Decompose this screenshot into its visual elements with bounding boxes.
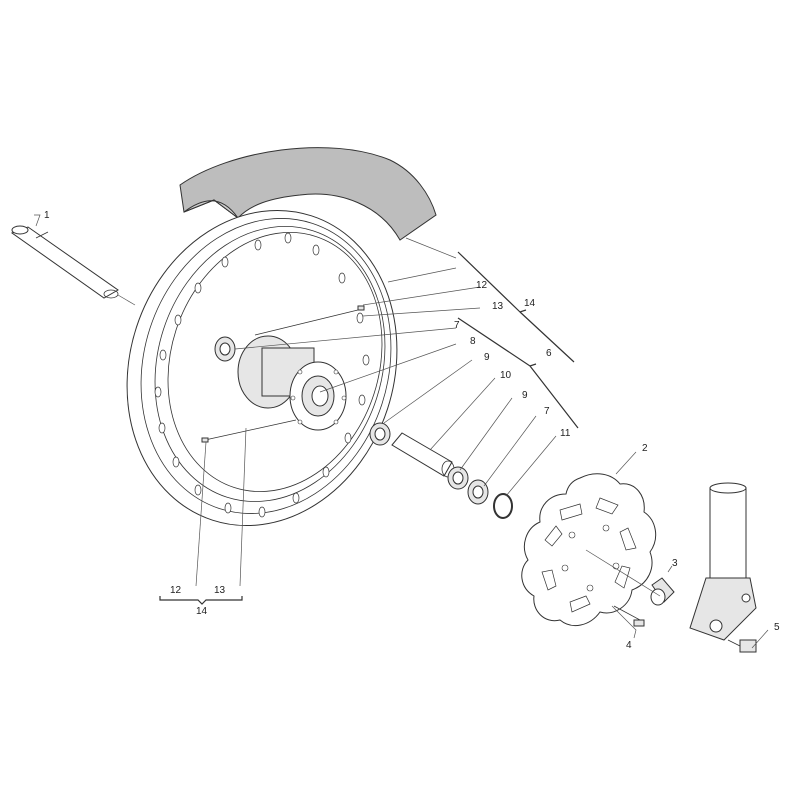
kit-brace-lower [159, 596, 243, 605]
label-spacer-tube: 10 [500, 370, 512, 381]
label-kit-lower: 14 [196, 606, 208, 617]
label-fork-bolt: 5 [774, 622, 780, 633]
kit-brace-upper [457, 251, 575, 363]
bearing-left [214, 336, 236, 362]
washer-right [447, 466, 469, 490]
wheel-hub [237, 335, 347, 431]
spacer-tube [391, 432, 455, 478]
bearing-right [467, 479, 489, 505]
label-nipple-lower: 13 [214, 585, 226, 596]
fork-leg [689, 482, 757, 641]
disc-screw [613, 605, 645, 627]
brake-disc [521, 473, 657, 627]
label-axle: 1 [44, 210, 50, 221]
label-disc: 2 [642, 443, 648, 454]
label-spacer: 3 [672, 558, 678, 569]
label-spoke-upper: 12 [476, 280, 488, 291]
disc-spacer [650, 577, 675, 606]
washer-left [369, 422, 391, 446]
rim-holes [154, 232, 370, 518]
spoke-upper [254, 305, 365, 336]
label-washer-right: 9 [522, 390, 528, 401]
label-disc-screw: 4 [626, 640, 632, 651]
label-circlip: 11 [560, 428, 571, 439]
axle [10, 225, 119, 299]
label-bearing-left: 7 [454, 320, 460, 331]
kit-brace-6 [457, 317, 579, 429]
fork-bolt [727, 639, 757, 653]
label-kit-6: 6 [546, 348, 552, 359]
spoke-lower [201, 419, 297, 443]
label-spoke-lower: 12 [170, 585, 182, 596]
label-oil-seal: 8 [470, 336, 476, 347]
label-nipple-upper: 13 [492, 301, 504, 312]
label-kit-upper: 14 [524, 298, 536, 309]
circlip [493, 493, 513, 519]
leader-lines [34, 214, 769, 649]
label-washer-left: 9 [484, 352, 490, 363]
part-labels: 1 2 3 4 5 6 7 7 8 9 9 10 11 12 13 14 12 … [44, 210, 780, 651]
label-bearing-right: 7 [544, 406, 550, 417]
